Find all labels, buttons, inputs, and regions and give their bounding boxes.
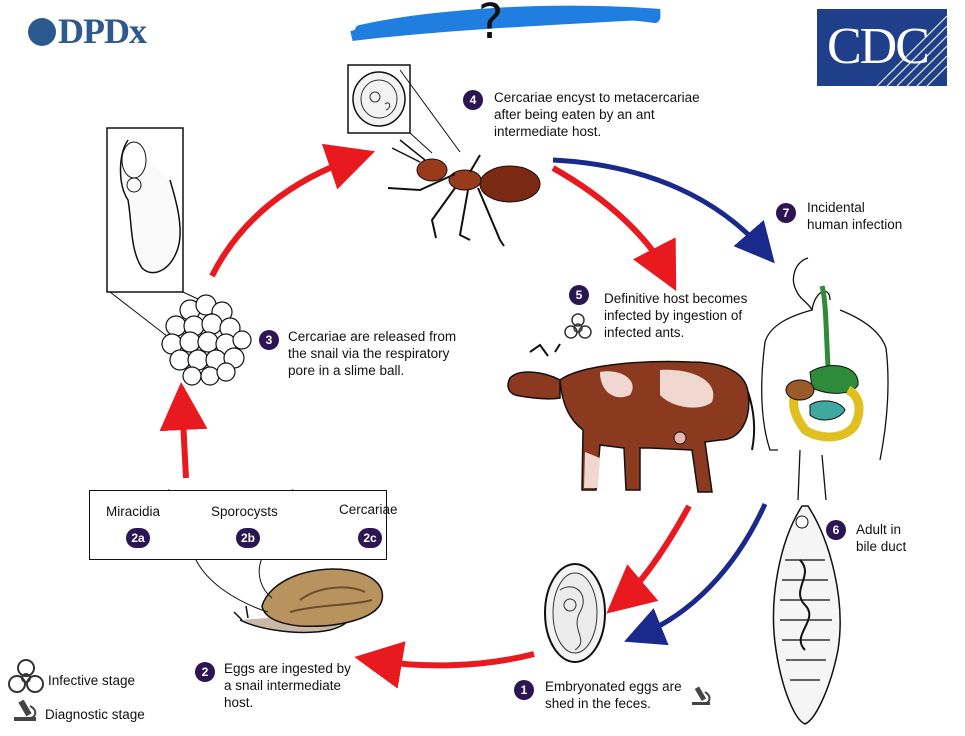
step-5: 5 Definitive host becomes infected by in…: [569, 285, 769, 341]
cow-illustration: [507, 343, 756, 493]
adult-fluke: [772, 505, 841, 725]
step-1: 1 Embryonated eggs are shed in the feces…: [514, 678, 694, 718]
step-2-line-3: host.: [224, 695, 254, 710]
arrow-4-to-5: [551, 165, 677, 292]
step-6-badge: 6: [826, 520, 846, 540]
stage-2a-label: Miracidia: [106, 504, 161, 519]
step-5-line-3: infected ants.: [604, 325, 685, 340]
step-3-line-1: Cercariae are released from: [288, 329, 457, 344]
step-1-line-2: shed in the feces.: [545, 696, 651, 711]
step-1-line-1: Embryonated eggs are: [545, 679, 682, 694]
step-7-line-1: Incidental: [807, 200, 865, 215]
legend-diagnostic: Diagnostic stage: [45, 707, 145, 722]
slime-ball: [161, 294, 252, 386]
arrow-1-to-2: [354, 641, 535, 689]
arrow-4-to-7: [552, 157, 775, 264]
stage-2a-badge: 2a: [126, 528, 150, 548]
dpdx-logo: DPDx: [28, 10, 147, 52]
step-2: 2 Eggs are ingested by a snail intermedi…: [195, 660, 375, 716]
step-4-line-2: after being eaten by an ant: [494, 107, 655, 122]
stage-2b-label: Sporocysts: [211, 504, 278, 519]
snail-stages-box: Miracidia Sporocysts Cercariae 2a 2b 2c: [89, 490, 398, 560]
cdc-logo: CDC: [817, 9, 947, 86]
step-3: 3 Cercariae are released from the snail …: [259, 328, 489, 384]
arrow-5-to-1: [606, 504, 692, 614]
legend-infective: Infective stage: [48, 673, 136, 688]
step-4: 4 Cercariae encyst to metacercariae afte…: [463, 89, 743, 145]
step-6: 6 Adult in bile duct: [826, 520, 946, 560]
step-6-line-2: bile duct: [856, 539, 907, 554]
header-question-mark: ?: [478, 0, 504, 50]
step-5-line-1: Definitive host becomes: [604, 291, 748, 306]
step-5-badge: 5: [569, 285, 589, 305]
cdc-logo-text: CDC: [827, 18, 930, 75]
step-7-badge: 7: [776, 203, 796, 223]
step-4-line-1: Cercariae encyst to metacercariae: [494, 90, 700, 105]
embryonated-egg: [544, 563, 606, 663]
ant-illustration: [387, 139, 541, 247]
step-3-line-3: pore in a slime ball.: [288, 363, 405, 378]
arrow-6-to-1: [624, 502, 768, 646]
step-4-line-3: intermediate host.: [494, 124, 602, 139]
step-5-line-2: infected by ingestion of: [604, 308, 743, 323]
step-6-line-1: Adult in: [856, 522, 902, 537]
dpdx-microscope-icon: [28, 18, 56, 46]
step-1-badge: 1: [514, 680, 534, 700]
step-7-line-2: human infection: [807, 217, 903, 232]
step-2-line-1: Eggs are ingested by: [224, 661, 351, 676]
arrow-2a-to-3: [159, 382, 208, 479]
step-2-line-2: a snail intermediate: [224, 678, 342, 693]
human-figure: [761, 257, 889, 501]
biohazard-icon: [8, 659, 44, 693]
stage-2b-badge: 2b: [236, 528, 260, 548]
step-7: 7 Incidental human infection: [776, 199, 936, 239]
stage-2c-badge: 2c: [358, 528, 382, 548]
stage-2c-label: Cercariae: [339, 502, 398, 517]
step-3-line-2: the snail via the respiratory: [288, 346, 450, 361]
step-2-badge: 2: [195, 662, 215, 682]
dpdx-logo-text: DPDx: [58, 11, 147, 51]
step-4-badge: 4: [463, 90, 483, 110]
microscope-icon: [14, 699, 37, 721]
digestive-tract: [785, 285, 864, 442]
snail-illustration: [189, 534, 384, 634]
arrow-3-to-4: [209, 143, 376, 278]
microscope-icon-step1: [692, 686, 711, 705]
header-scribble: [350, 5, 661, 41]
step-3-badge: 3: [259, 330, 279, 350]
biohazard-icon-step5: [564, 313, 592, 339]
